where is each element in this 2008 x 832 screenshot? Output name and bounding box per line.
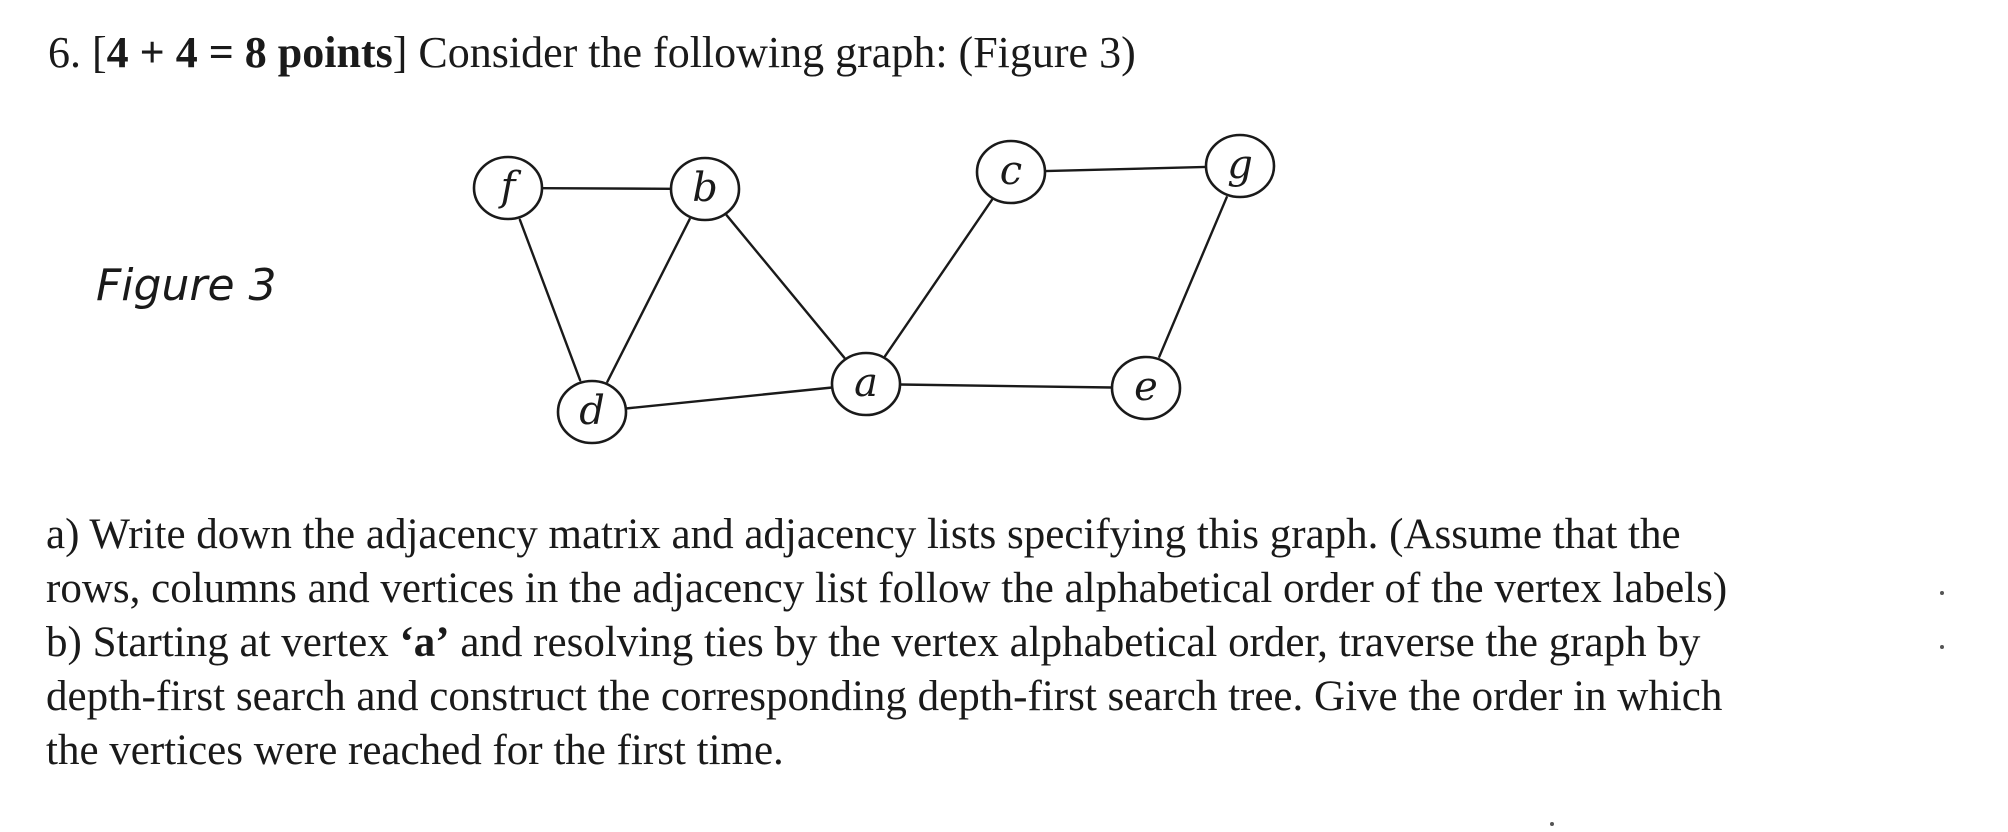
edge-layer	[518, 165, 1228, 410]
graph-figure: Figure 3 f b c g d a e	[0, 110, 1420, 490]
question-prompt: Consider the following graph: (Figure 3)	[418, 28, 1136, 77]
vertex-a: a	[830, 351, 902, 417]
vertex-c: c	[975, 139, 1047, 205]
edge-f-d	[518, 218, 582, 382]
scan-speck	[1940, 591, 1944, 595]
vertex-f: f	[472, 155, 544, 221]
part-b-pre: b) Starting at vertex	[46, 619, 400, 666]
edge-g-e	[1158, 196, 1228, 358]
part-b-line-1: b) Starting at vertex ‘a’ and resolving …	[46, 616, 1906, 670]
start-vertex: ‘a’	[399, 619, 450, 666]
vertex-label: a	[854, 360, 878, 406]
part-a-line-1: a) Write down the adjacency matrix and a…	[46, 511, 1681, 558]
vertex-label: c	[1000, 148, 1022, 194]
edge-a-e	[898, 383, 1114, 389]
vertex-circle	[1110, 355, 1182, 421]
edge-d-a	[624, 386, 834, 410]
question-header: 6. [4 + 4 = 8 points] Consider the follo…	[48, 22, 1136, 84]
vertex-circle	[830, 351, 902, 417]
vertex-d: d	[556, 379, 628, 445]
part-a-line-2: rows, columns and vertices in the adjace…	[46, 565, 1728, 612]
figure-caption: Figure 3	[96, 260, 277, 311]
vertex-circle	[472, 155, 544, 221]
scan-speck	[1940, 645, 1944, 649]
question-number: 6.	[48, 28, 81, 77]
graph-drawing: Figure 3 f b c g d a e	[96, 133, 1276, 445]
points-bracket-close: ]	[392, 28, 408, 77]
vertex-circle	[1204, 133, 1276, 199]
edge-c-a	[884, 198, 993, 358]
part-b-line-2: depth-first search and construct the cor…	[46, 673, 1723, 720]
part-b-line-3: the vertices were reached for the first …	[46, 727, 784, 774]
edge-b-d	[606, 218, 691, 383]
vertex-b: b	[669, 156, 741, 222]
edge-b-a	[725, 213, 846, 360]
scan-speck	[1550, 822, 1554, 826]
edge-f-b	[540, 186, 673, 191]
vertex-e: e	[1110, 355, 1182, 421]
vertex-label: g	[1227, 142, 1253, 188]
vertex-label: b	[692, 165, 718, 211]
vertex-label: e	[1134, 364, 1158, 410]
edge-c-g	[1043, 165, 1208, 173]
node-layer: f b c g d a e	[472, 133, 1276, 445]
question-parts: a) Write down the adjacency matrix and a…	[46, 508, 1906, 778]
vertex-g: g	[1204, 133, 1276, 199]
vertex-circle	[556, 379, 628, 445]
vertex-label: d	[579, 388, 605, 434]
vertex-circle	[975, 139, 1047, 205]
points-value: 4 + 4 = 8 points	[106, 28, 393, 77]
points-bracket-open: [	[92, 28, 107, 77]
part-b-post: and resolving ties by the vertex alphabe…	[449, 619, 1701, 666]
vertex-circle	[669, 156, 741, 222]
